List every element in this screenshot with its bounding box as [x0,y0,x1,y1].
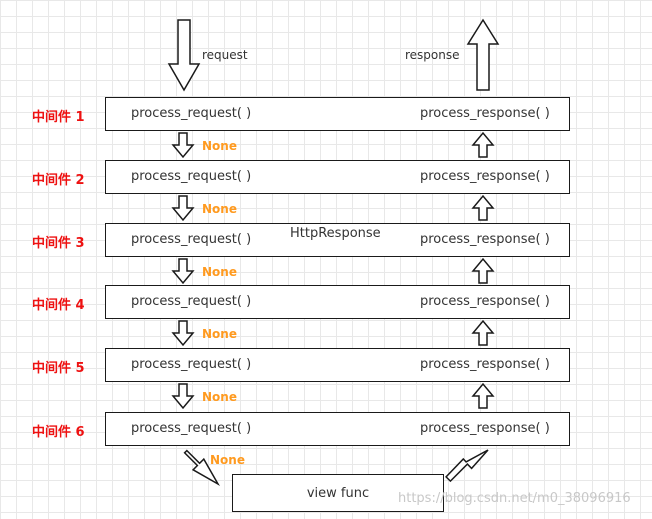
view-func-box: view func [232,474,444,512]
down-arrows [171,132,195,410]
down-arrow-3 [171,258,195,285]
watermark: https://blog.csdn.net/m0_38096916 [398,491,631,506]
none-label-4: None [202,327,237,341]
up-arrow-1 [471,131,495,158]
up-arrow-2 [471,194,495,221]
process-request-2: process_request( ) [131,169,252,184]
none-label-3: None [202,265,237,279]
middleware-label-1: 中间件 1 [32,110,85,125]
down-arrow-2 [171,195,195,222]
down-arrow-5 [171,383,195,410]
request-arrow [167,19,201,92]
to-view-arrow [183,449,221,487]
middleware-box-1: process_request( ) process_response( ) [105,97,570,131]
middleware-label-5: 中间件 5 [32,361,85,376]
middleware-box-2: process_request( ) process_response( ) [105,160,570,194]
down-arrow-4 [171,320,195,347]
up-arrows [471,131,495,409]
process-request-5: process_request( ) [131,357,252,372]
process-response-5: process_response( ) [420,357,550,372]
response-label: response [405,48,460,62]
middleware-label-2: 中间件 2 [32,173,85,188]
middleware-box-5: process_request( ) process_response( ) [105,348,570,382]
diagonal-arrows [183,449,489,487]
none-label-6: None [210,453,245,467]
from-view-arrow [445,449,489,483]
middleware-box-3: process_request( ) process_response( ) [105,223,570,257]
up-arrow-4 [471,319,495,346]
process-response-4: process_response( ) [420,294,550,309]
response-arrow [466,18,500,91]
process-request-4: process_request( ) [131,294,252,309]
up-arrow-3 [471,257,495,284]
middleware-label-4: 中间件 4 [32,298,85,313]
up-arrow-5 [471,382,495,409]
process-response-6: process_response( ) [420,421,550,436]
shortcut-label: HttpResponse [290,226,381,241]
middleware-box-4: process_request( ) process_response( ) [105,285,570,319]
none-label-5: None [202,390,237,404]
middleware-label-6: 中间件 6 [32,425,85,440]
middleware-label-3: 中间件 3 [32,236,85,251]
process-request-1: process_request( ) [131,106,252,121]
view-func-label: view func [306,486,370,501]
down-arrow-1 [171,132,195,159]
process-request-3: process_request( ) [131,232,252,247]
process-request-6: process_request( ) [131,421,252,436]
none-label-2: None [202,202,237,216]
process-response-1: process_response( ) [420,106,550,121]
request-label: request [202,48,248,62]
none-label-1: None [202,139,237,153]
middleware-box-6: process_request( ) process_response( ) [105,412,570,446]
process-response-2: process_response( ) [420,169,550,184]
process-response-3: process_response( ) [420,232,550,247]
